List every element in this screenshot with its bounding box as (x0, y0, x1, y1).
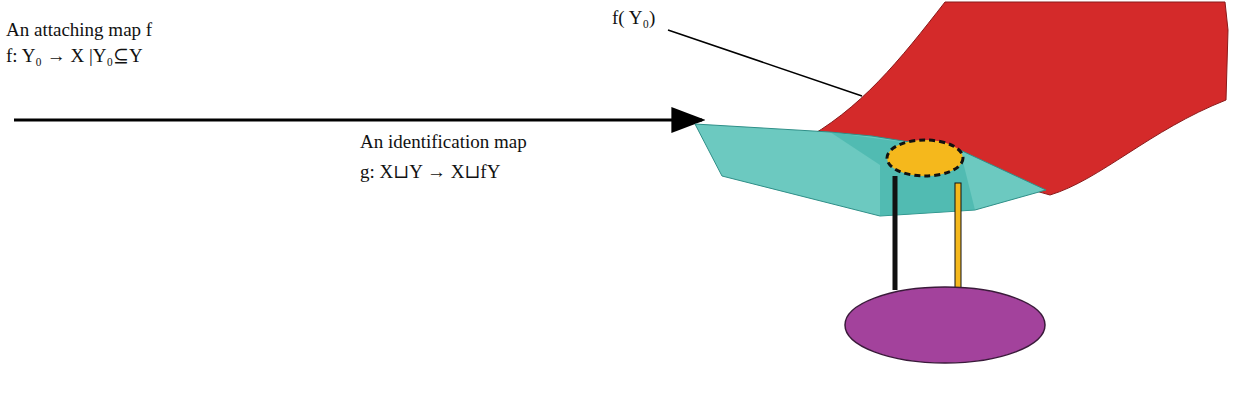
subspace-y0-disc (845, 287, 1045, 363)
leader-line (668, 30, 862, 96)
identification-line (893, 176, 898, 290)
map-formula: g: X⊔Y → X⊔fY (360, 162, 500, 183)
image-label: f( Y₀) (612, 8, 655, 29)
identification-line (955, 183, 961, 290)
map-caption: An attaching map f (6, 20, 152, 41)
image-of-y0 (887, 140, 963, 176)
map-arrow (14, 119, 702, 122)
space-y-surface (695, 124, 1046, 216)
map-caption: An identification map (360, 132, 527, 153)
surface-shade (830, 132, 975, 216)
map-formula: f: Y₀ → X |Y₀⊆Y (6, 46, 143, 67)
